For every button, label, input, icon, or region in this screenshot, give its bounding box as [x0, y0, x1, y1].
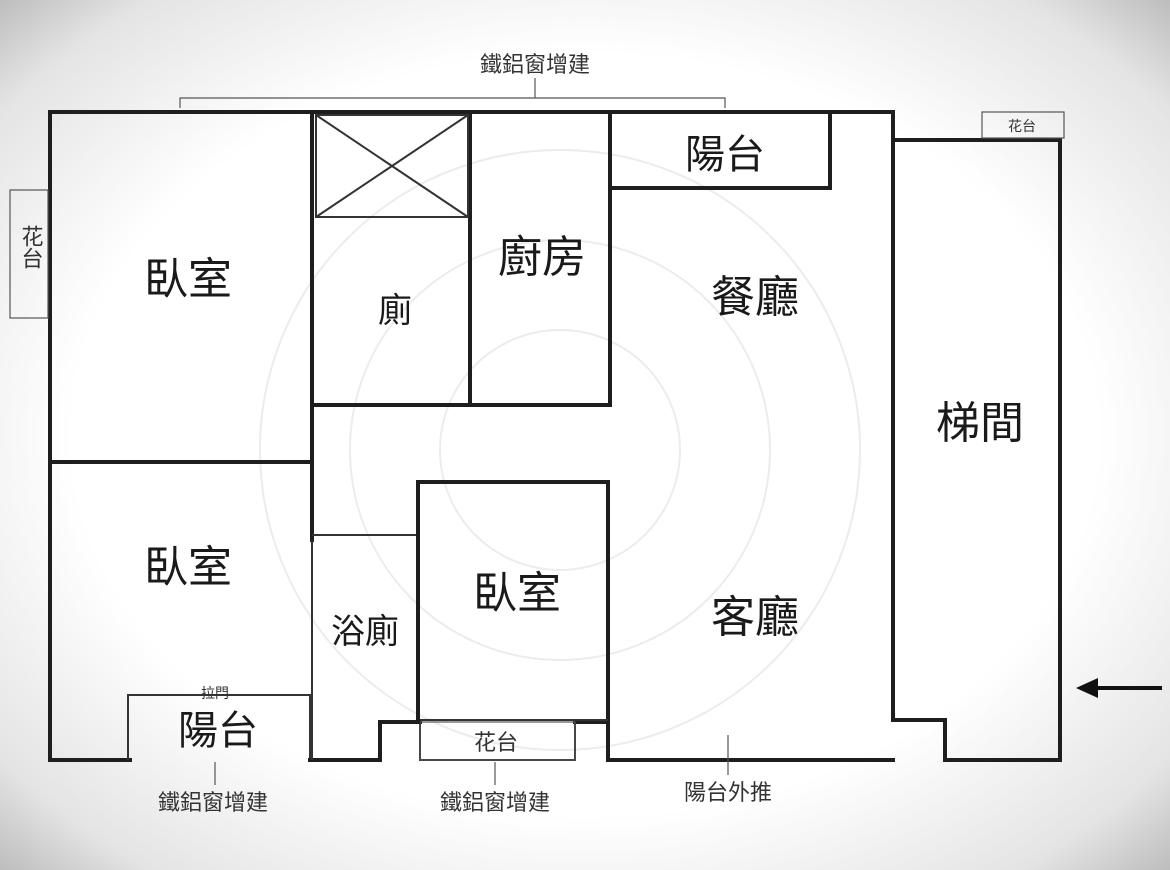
- room-label-bedroom-center: 臥室: [473, 568, 561, 619]
- leader-lines: [214, 735, 729, 785]
- bottom-planter-box: [419, 721, 576, 761]
- room-label-balcony-bottom: 陽台: [178, 708, 258, 754]
- note-balcony-extended: 陽台外推: [684, 781, 772, 806]
- room-label-kitchen: 廚房: [498, 232, 586, 283]
- note-bottom-left-window: 鐵鋁窗增建: [158, 791, 268, 816]
- room-label-stairwell: 梯間: [936, 398, 1024, 449]
- room-label-toilet: 廁: [378, 291, 412, 331]
- note-top-window: 鐵鋁窗增建: [480, 53, 590, 78]
- top-window-bracket: [179, 78, 726, 108]
- interior-walls: [48, 110, 612, 760]
- left-planter-box: [9, 189, 49, 319]
- note-sliding-door: 拉門: [201, 686, 229, 702]
- outer-walls: [48, 110, 1062, 762]
- watermark: [259, 149, 861, 751]
- room-label-bath: 浴廁: [331, 612, 399, 652]
- utility-shaft: [315, 114, 469, 218]
- note-right-planter: 花台: [1008, 119, 1036, 135]
- room-label-balcony-top: 陽台: [685, 132, 765, 178]
- note-bottom-mid-window: 鐵鋁窗增建: [440, 791, 550, 816]
- room-label-dining: 餐廳: [711, 272, 799, 323]
- room-label-bedroom-sw: 臥室: [144, 542, 232, 593]
- right-planter-box: [981, 111, 1065, 139]
- room-label-bedroom-nw: 臥室: [144, 254, 232, 305]
- arrow-left-icon: [1076, 678, 1162, 698]
- note-left-planter: 花台: [18, 225, 43, 269]
- note-bottom-planter: 花台: [474, 731, 518, 756]
- room-label-living: 客廳: [711, 592, 799, 643]
